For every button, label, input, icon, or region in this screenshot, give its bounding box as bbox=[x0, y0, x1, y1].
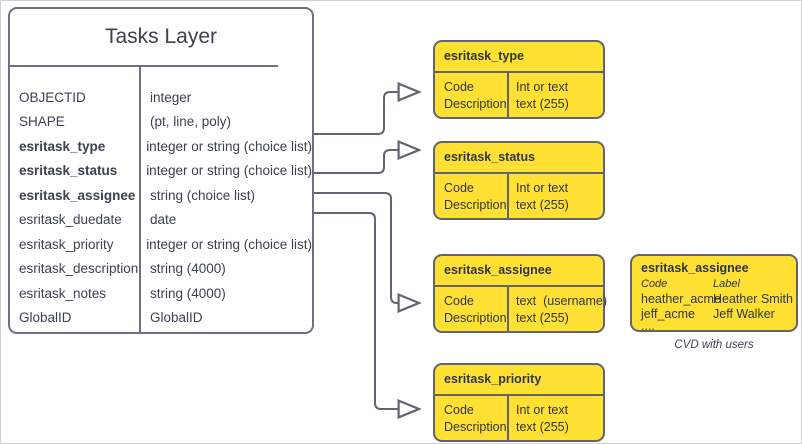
field-name: GlobalID bbox=[19, 310, 72, 326]
domain-left-column: Code Description bbox=[444, 294, 507, 325]
connector-priority bbox=[314, 212, 420, 409]
list-item: heather_acme Heather Smith bbox=[641, 292, 793, 306]
domain-header-divider bbox=[435, 172, 603, 174]
field-type: string (4000) bbox=[150, 285, 226, 301]
domain-header-divider bbox=[435, 285, 603, 287]
domain-column-divider bbox=[507, 396, 509, 440]
cvd-sample-box: esritask_assignee Code Label heather_acm… bbox=[630, 254, 798, 333]
cvd-header-row: Code Label bbox=[641, 278, 793, 290]
domain-box-esritask-status: esritask_status Code Description Int or … bbox=[433, 141, 605, 220]
domain-right-column: Int or text text (255) bbox=[516, 80, 569, 111]
domain-column-divider bbox=[507, 73, 509, 117]
header-divider bbox=[10, 65, 278, 67]
domain-title: esritask_status bbox=[444, 150, 536, 164]
connector-status bbox=[314, 150, 420, 174]
table-row: GlobalID GlobalID bbox=[10, 306, 312, 331]
table-row: OBJECTID integer bbox=[10, 85, 312, 110]
domain-right-column: text (username) text (255) bbox=[516, 294, 608, 325]
table-row: esritask_status integer or string (choic… bbox=[10, 159, 312, 184]
field-type: GlobalID bbox=[150, 310, 203, 326]
domain-header-divider bbox=[435, 394, 603, 396]
domain-title: esritask_assignee bbox=[444, 263, 552, 277]
domain-title: esritask_type bbox=[444, 49, 524, 63]
domain-column-divider bbox=[507, 287, 509, 331]
cvd-caption: CVD with users bbox=[674, 339, 754, 351]
domain-left-column: Code Description bbox=[444, 80, 507, 111]
cvd-code: heather_acme bbox=[641, 292, 721, 306]
field-type: integer or string (choice list) bbox=[146, 236, 312, 252]
cvd-header-label: Label bbox=[713, 278, 740, 290]
page-title: Tasks Layer bbox=[104, 25, 218, 48]
list-item: .... bbox=[641, 319, 793, 333]
cvd-label: Jeff Walker bbox=[713, 307, 775, 321]
table-row: esritask_priority integer or string (cho… bbox=[10, 232, 312, 257]
field-name: esritask_type bbox=[19, 138, 106, 154]
field-name: esritask_priority bbox=[19, 236, 114, 252]
table-row: esritask_type integer or string (choice … bbox=[10, 134, 312, 159]
domain-box-esritask-assignee: esritask_assignee Code Description text … bbox=[433, 254, 608, 333]
domain-right-column: Int or text text (255) bbox=[516, 181, 569, 212]
list-item: jeff_acme Jeff Walker bbox=[641, 307, 793, 321]
field-type: date bbox=[150, 212, 177, 228]
field-name: OBJECTID bbox=[19, 89, 86, 105]
cvd-code: .... bbox=[641, 319, 655, 333]
table-row: esritask_notes string (4000) bbox=[10, 281, 312, 306]
domain-column-divider bbox=[507, 174, 509, 218]
field-type: integer or string (choice list) bbox=[146, 138, 312, 154]
column-divider bbox=[139, 66, 141, 332]
field-name: esritask_duedate bbox=[19, 212, 122, 228]
field-name: esritask_status bbox=[19, 163, 118, 179]
table-row: esritask_duedate date bbox=[10, 208, 312, 233]
domain-box-esritask-priority: esritask_priority Code Description Int o… bbox=[433, 363, 605, 442]
field-list: OBJECTID integer SHAPE (pt, line, poly) … bbox=[10, 85, 312, 330]
domain-right-column: Int or text text (255) bbox=[516, 403, 569, 434]
field-type: integer or string (choice list) bbox=[146, 163, 312, 179]
domain-title: esritask_priority bbox=[444, 372, 542, 386]
connector-assignee bbox=[314, 192, 420, 303]
field-name: SHAPE bbox=[19, 114, 65, 130]
field-type: string (4000) bbox=[150, 261, 226, 277]
cvd-label: Heather Smith bbox=[713, 292, 793, 306]
field-type: integer bbox=[150, 89, 192, 105]
table-row: esritask_assignee string (choice list) bbox=[10, 183, 312, 208]
field-name: esritask_assignee bbox=[19, 187, 136, 203]
connector-type bbox=[314, 92, 420, 135]
table-row: esritask_description string (4000) bbox=[10, 257, 312, 282]
domain-header-divider bbox=[435, 71, 603, 73]
field-name: esritask_notes bbox=[19, 285, 107, 301]
field-name: esritask_description bbox=[19, 261, 139, 277]
field-type: string (choice list) bbox=[150, 187, 256, 203]
domain-box-esritask-type: esritask_type Code Description Int or te… bbox=[433, 40, 605, 119]
domain-left-column: Code Description bbox=[444, 181, 507, 212]
cvd-title: esritask_assignee bbox=[641, 261, 749, 275]
table-row: SHAPE (pt, line, poly) bbox=[10, 110, 312, 135]
cvd-code: jeff_acme bbox=[641, 307, 695, 321]
tasks-layer-entity: Tasks Layer OBJECTID integer SHAPE (pt, … bbox=[8, 7, 314, 334]
domain-left-column: Code Description bbox=[444, 403, 507, 434]
cvd-header-code: Code bbox=[641, 278, 668, 290]
field-type: (pt, line, poly) bbox=[150, 114, 232, 130]
